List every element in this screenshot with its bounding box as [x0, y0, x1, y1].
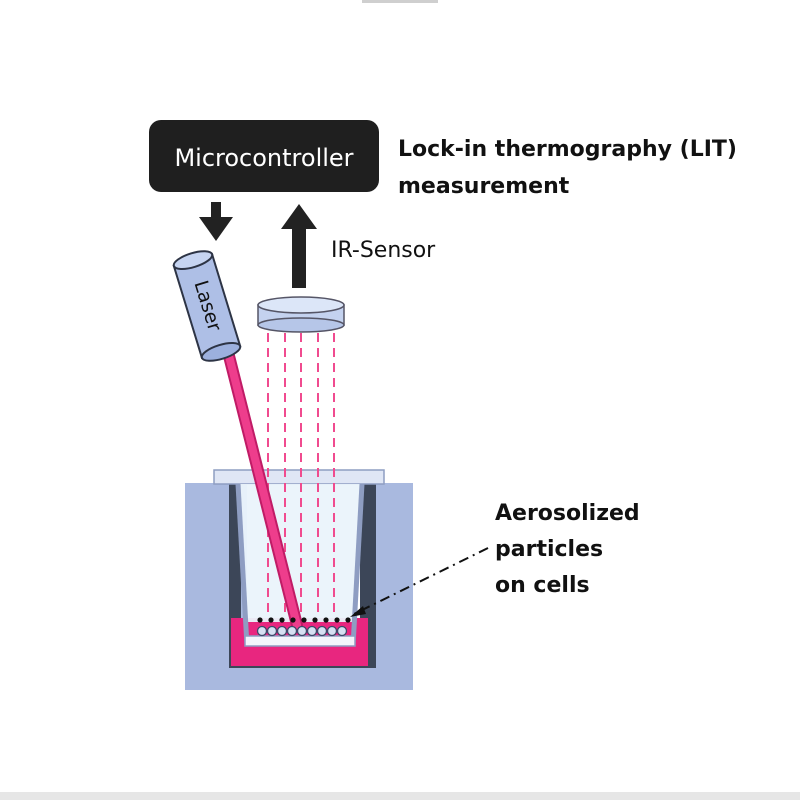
- annotation-line3: on cells: [495, 573, 590, 598]
- ir-sensor-label: IR-Sensor: [331, 238, 436, 263]
- ir-sensor-disc: [257, 296, 345, 333]
- laser-device: Laser: [172, 250, 242, 362]
- laser-beam: [222, 346, 303, 631]
- pointer-arrow-icon: [350, 547, 489, 617]
- annotation-line2: particles: [495, 537, 603, 562]
- top-bar-fragment: [362, 0, 438, 3]
- annotation-line1: Aerosolized: [495, 501, 640, 526]
- down-arrow-icon: [199, 202, 233, 241]
- ir-rays: [267, 333, 335, 612]
- lit-title-line1: Lock-in thermography (LIT): [398, 137, 737, 162]
- microcontroller-label: Microcontroller: [174, 144, 353, 172]
- cell-layer: [256, 625, 348, 637]
- up-arrow-icon: [281, 204, 317, 288]
- microcontroller-box: Microcontroller: [149, 120, 379, 192]
- bottom-strip: [0, 792, 800, 800]
- aerosol-particles: [257, 617, 351, 623]
- lit-title-line2: measurement: [398, 174, 570, 199]
